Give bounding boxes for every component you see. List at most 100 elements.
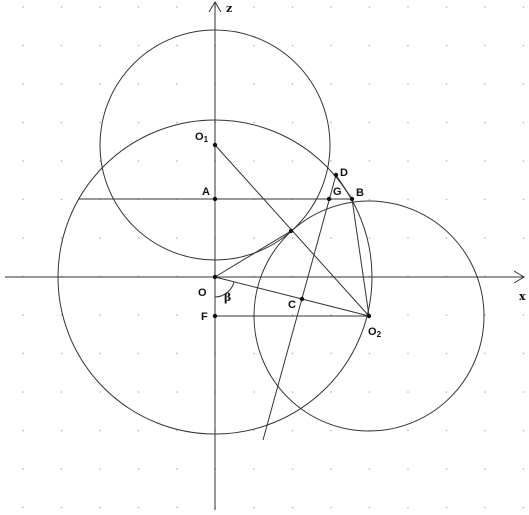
- grid-dot: [176, 44, 178, 47]
- point-f: [212, 313, 218, 319]
- grid-dot: [484, 198, 486, 201]
- grid-dot: [484, 237, 486, 239]
- label-a: A: [202, 186, 210, 198]
- grid-dot: [330, 352, 332, 355]
- point-g: [326, 196, 332, 202]
- grid-dot: [484, 160, 486, 162]
- segment-d-b: [335, 174, 353, 200]
- grid-dot: [291, 83, 294, 85]
- grid-dot: [176, 391, 178, 393]
- segment-o-tangent: [214, 230, 292, 278]
- grid-dot: [137, 429, 140, 432]
- grid-dot: [291, 160, 294, 162]
- grid-dot: [445, 83, 448, 85]
- label-c: C: [288, 299, 296, 311]
- grid-dot: [176, 237, 178, 239]
- grid-dot: [522, 352, 525, 355]
- grid-dot: [445, 429, 448, 432]
- grid-dot: [176, 314, 178, 316]
- grid-dot: [60, 44, 63, 47]
- grid-dot: [368, 121, 371, 124]
- grid-dot: [484, 506, 486, 509]
- grid-dot: [99, 314, 101, 316]
- grid-dot: [291, 44, 294, 47]
- label-g: G: [333, 186, 342, 198]
- grid-dot: [407, 506, 409, 509]
- grid-dot: [445, 506, 448, 509]
- grid-dot: [253, 429, 255, 432]
- grid-dot: [22, 429, 24, 432]
- grid-dot: [522, 6, 525, 8]
- grid-dot: [22, 83, 24, 85]
- grid-dot: [99, 121, 101, 124]
- z-axis-label: z: [226, 2, 232, 15]
- grid-dot: [291, 6, 294, 8]
- circle-o: [57, 119, 373, 435]
- grid-dot: [445, 198, 448, 201]
- grid-dot: [22, 44, 24, 47]
- grid-dot: [22, 198, 24, 201]
- grid-dot: [445, 352, 448, 355]
- angle-beta-arc: [214, 281, 235, 298]
- grid-dot: [137, 314, 140, 316]
- segment-o-c: [214, 276, 303, 300]
- grid-dot: [253, 121, 255, 124]
- grid-dot: [407, 160, 409, 162]
- grid-dot: [291, 237, 294, 239]
- label-o: O: [198, 287, 207, 299]
- grid-dot: [22, 314, 24, 316]
- grid-dot: [291, 391, 294, 393]
- dot-grid: [22, 6, 525, 509]
- grid-dot: [445, 44, 448, 47]
- grid-dot: [137, 352, 140, 355]
- grid-dot: [176, 352, 178, 355]
- grid-dot: [22, 391, 24, 393]
- grid-dot: [407, 121, 409, 124]
- grid-dot: [484, 391, 486, 393]
- grid-dot: [137, 121, 140, 124]
- grid-dot: [330, 44, 332, 47]
- grid-dot: [484, 6, 486, 8]
- grid-dot: [60, 83, 63, 85]
- grid-dot: [522, 314, 525, 316]
- grid-dot: [60, 429, 63, 432]
- grid-dot: [407, 237, 409, 239]
- grid-dot: [253, 237, 255, 239]
- grid-dot: [253, 352, 255, 355]
- grid-dot: [22, 6, 24, 8]
- grid-dot: [407, 314, 409, 316]
- grid-dot: [60, 468, 63, 470]
- grid-dot: [330, 429, 332, 432]
- grid-dot: [137, 6, 140, 8]
- z-axis-arrow: [208, 1, 222, 13]
- grid-dot: [60, 506, 63, 509]
- grid-dot: [522, 160, 525, 162]
- grid-dot: [137, 237, 140, 239]
- grid-dot: [368, 237, 371, 239]
- grid-dot: [22, 468, 24, 470]
- grid-dot: [137, 391, 140, 393]
- grid-dot: [22, 352, 24, 355]
- grid-dot: [330, 83, 332, 85]
- grid-dot: [407, 429, 409, 432]
- grid-dot: [176, 506, 178, 509]
- grid-dot: [60, 237, 63, 239]
- grid-dot: [60, 6, 63, 8]
- label-beta: β: [224, 291, 231, 304]
- grid-dot: [484, 83, 486, 85]
- grid-dot: [99, 6, 101, 8]
- grid-dot: [330, 6, 332, 8]
- grid-dot: [522, 121, 525, 124]
- grid-dot: [445, 6, 448, 8]
- point-a: [212, 196, 218, 202]
- grid-dot: [368, 160, 371, 162]
- grid-dot: [484, 44, 486, 47]
- grid-dot: [407, 44, 409, 47]
- grid-dot: [60, 121, 63, 124]
- grid-dot: [176, 429, 178, 432]
- grid-dot: [137, 160, 140, 162]
- grid-dot: [176, 160, 178, 162]
- grid-dot: [407, 198, 409, 201]
- grid-dot: [522, 198, 525, 201]
